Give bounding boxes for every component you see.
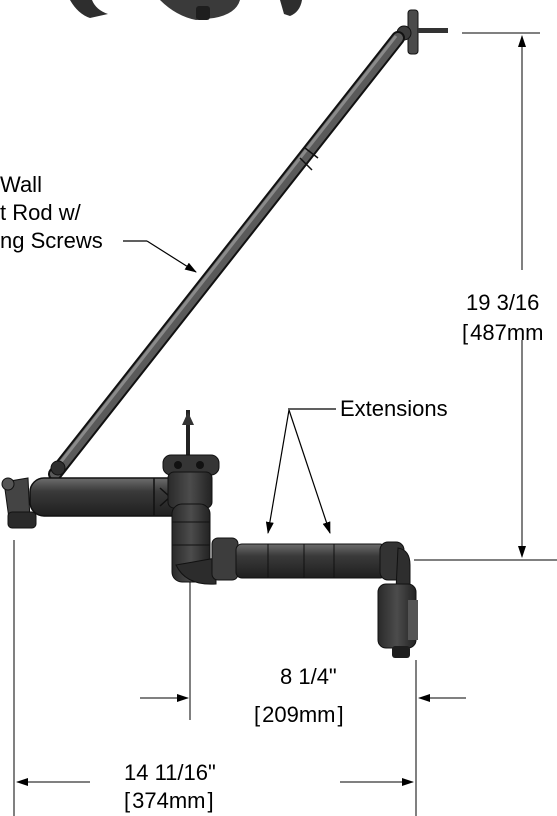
valve-body	[162, 410, 220, 585]
lower-nozzle	[377, 583, 418, 658]
outer-horizontal-dimension-lines	[13, 540, 414, 816]
extensions-leader	[265, 408, 336, 534]
support-rod	[48, 31, 405, 481]
upper-fixture-fragment	[70, 0, 302, 20]
vertical-dimension-lines	[414, 32, 557, 561]
support-rod-label-line-3: ng Screws	[0, 228, 103, 253]
spout-arm	[1, 477, 191, 529]
vertical-dimension-imperial: 19 3/16	[466, 290, 540, 315]
extension-pipes	[211, 537, 411, 591]
outer-dimension-imperial: 14 11/16"	[124, 760, 216, 785]
support-rod-leader	[123, 240, 197, 273]
inner-dimension-imperial: 8 1/4"	[280, 664, 337, 689]
support-rod-label-line-1: Wall	[0, 172, 42, 197]
outer-dimension-metric: 374mm	[124, 790, 214, 812]
extensions-label: Extensions	[340, 396, 448, 421]
support-rod-label-line-2: t Rod w/	[0, 200, 81, 225]
inner-dimension-metric: 209mm	[254, 704, 344, 726]
wall-bracket	[396, 9, 448, 55]
vertical-dimension-metric: 487mm	[462, 322, 543, 344]
inner-horizontal-dimension-lines	[140, 582, 466, 816]
